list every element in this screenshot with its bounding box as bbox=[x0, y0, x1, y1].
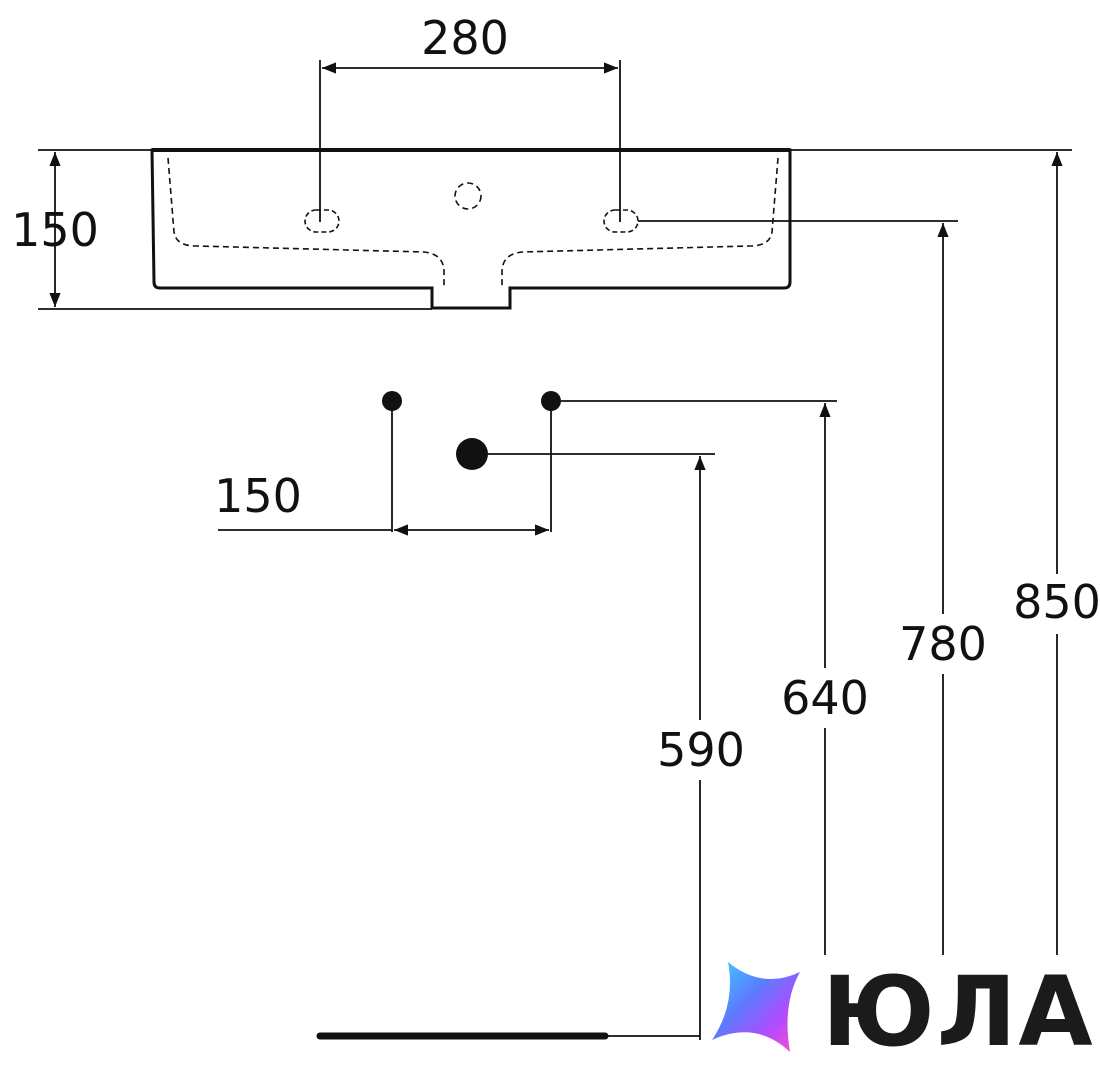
dimension-label-780: 780 bbox=[899, 617, 987, 671]
dimension-label-150-spacing: 150 bbox=[214, 469, 302, 523]
dimension-label-850: 850 bbox=[1013, 575, 1100, 629]
left-tap-hole-icon bbox=[304, 209, 340, 233]
dimension-label-590: 590 bbox=[657, 723, 745, 777]
inner-bowl-dashed bbox=[167, 157, 779, 288]
right-tap-hole-icon bbox=[603, 209, 639, 233]
dimension-label-640: 640 bbox=[781, 671, 869, 725]
height-dimensions bbox=[694, 152, 1063, 1040]
supply-leaders bbox=[218, 401, 552, 536]
dimension-280 bbox=[319, 60, 621, 222]
dimension-label-280: 280 bbox=[421, 11, 509, 65]
four-point-star-gradient-icon bbox=[712, 962, 800, 1052]
dimension-150-height bbox=[38, 149, 432, 310]
basin-outline bbox=[150, 148, 792, 310]
dimension-label-150-height: 150 bbox=[11, 203, 99, 257]
drain-point-icon bbox=[456, 438, 488, 470]
supply-points bbox=[382, 391, 561, 470]
brand-logo-text: ЮЛА bbox=[822, 956, 1095, 1060]
reference-lines bbox=[488, 149, 1072, 455]
tap-holes bbox=[304, 209, 639, 233]
center-tap-hole-icon bbox=[454, 182, 482, 210]
